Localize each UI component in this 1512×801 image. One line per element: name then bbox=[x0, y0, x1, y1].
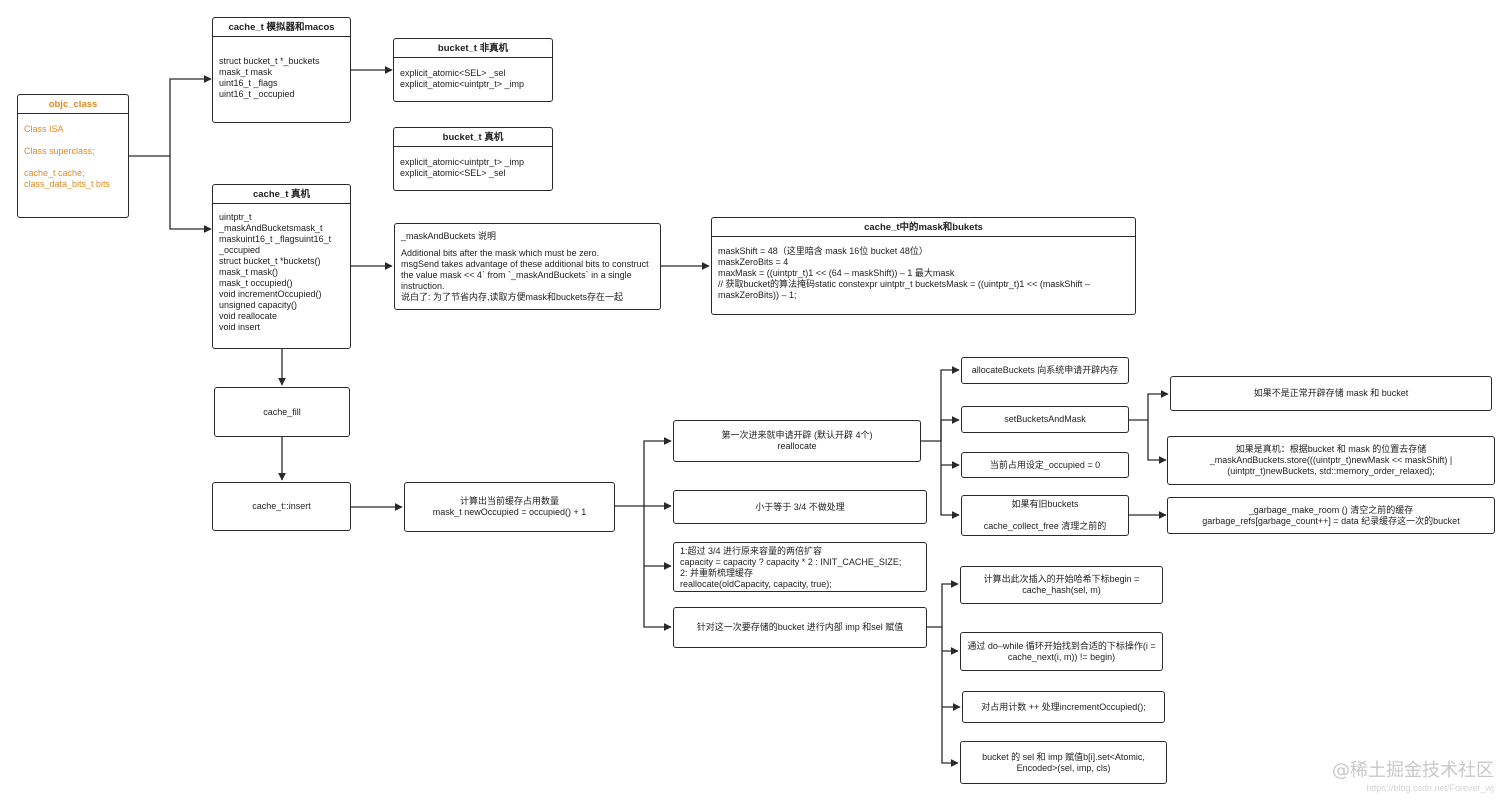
edge-calc-to-assign bbox=[643, 566, 672, 631]
do-while-box: 通过 do–while 循环开始找到合适的下标操作(i = cache_next… bbox=[960, 632, 1163, 671]
bucket-t-real-body: explicit_atomic<uintptr_t> _imp explicit… bbox=[400, 157, 525, 178]
cache-t-simulator-title: cache_t 模拟器和macos bbox=[213, 18, 350, 37]
not-real-device-box: 如果不是正常开辟存储 mask 和 bucket bbox=[1170, 376, 1492, 411]
mask-and-buckets-box: cache_t中的mask和bukets maskShift = 48（这里暗含… bbox=[711, 217, 1136, 315]
less-than-three-quarters-box: 小于等于 3/4 不做处理 bbox=[673, 490, 927, 524]
cache-t-real-title: cache_t 真机 bbox=[213, 185, 350, 204]
bucket-t-simulator-title: bucket_t 非真机 bbox=[394, 39, 552, 58]
occupied-calc-box: 计算出当前缓存占用数量 mask_t newOccupied = occupie… bbox=[404, 482, 615, 532]
edge-setbm-to-notreal bbox=[1129, 390, 1169, 421]
mask-and-buckets-body: maskShift = 48（这里暗含 mask 16位 bucket 48位）… bbox=[718, 246, 1090, 300]
set-buckets-and-mask-box: setBucketsAndMask bbox=[961, 406, 1129, 433]
bucket-t-simulator-body: explicit_atomic<SEL> _sel explicit_atomi… bbox=[400, 68, 525, 89]
cache-t-simulator-box: cache_t 模拟器和macos struct bucket_t *_buck… bbox=[212, 17, 351, 123]
watermark-url: https://blog.csdn.net/Forever_wj bbox=[1366, 783, 1494, 793]
edge-first-to-zero bbox=[940, 420, 960, 469]
bucket-t-real-box: bucket_t 真机 explicit_atomic<uintptr_t> _… bbox=[393, 127, 553, 191]
watermark-text: @稀土掘金技术社区 bbox=[1332, 760, 1494, 781]
edge-calc-to-over bbox=[643, 506, 672, 570]
over-three-quarters-text: 1:超过 3/4 进行原来容量的两倍扩容 capacity = capacity… bbox=[680, 546, 902, 589]
mask-and-buckets-note-box: _maskAndBuckets 说明 Additional bits after… bbox=[394, 223, 661, 310]
old-buckets-box: 如果有旧buckets cache_collect_free 清理之前的 bbox=[961, 495, 1129, 536]
occupied-zero-box: 当前占用设定_occupied = 0 bbox=[961, 452, 1129, 478]
objc-class-title: objc_class bbox=[18, 95, 128, 114]
edge-assign-to-hash bbox=[927, 580, 959, 628]
bucket-t-real-title: bucket_t 真机 bbox=[394, 128, 552, 147]
first-alloc-box: 第一次进来就申请开辟 (默认开辟 4个) reallocate bbox=[673, 420, 921, 462]
cache-t-real-box: cache_t 真机 uintptr_t _maskAndBucketsmask… bbox=[212, 184, 351, 349]
mask-and-buckets-note-title: _maskAndBuckets 说明 bbox=[401, 231, 497, 241]
assign-bucket-box: 针对这一次要存储的bucket 进行内部 imp 和sel 赋值 bbox=[673, 607, 927, 648]
allocate-buckets-box: allocateBuckets 向系统申请开辟内存 bbox=[961, 357, 1129, 384]
edge-assign-to-set bbox=[941, 707, 959, 767]
increment-occupied-box: 对占用计数 ++ 处理incrementOccupied(); bbox=[962, 691, 1165, 723]
mask-and-buckets-note-body: Additional bits after the mask which mus… bbox=[401, 248, 649, 302]
edge-objc-to-cache-sim bbox=[129, 75, 212, 157]
real-device-box: 如果是真机：根据bucket 和 mask 的位置去存储 _maskAndBuc… bbox=[1167, 436, 1495, 485]
cache-fill-box: cache_fill bbox=[214, 387, 350, 437]
edge-setbm-to-real bbox=[1147, 420, 1167, 464]
edge-first-to-allocate bbox=[921, 366, 960, 442]
cache-insert-box: cache_t::insert bbox=[212, 482, 351, 531]
bucket-set-box: bucket 的 sel 和 imp 赋值b[i].set<Atomic, En… bbox=[960, 741, 1167, 784]
cache-t-real-body: uintptr_t _maskAndBucketsmask_t maskuint… bbox=[219, 212, 332, 332]
bucket-t-simulator-box: bucket_t 非真机 explicit_atomic<SEL> _sel e… bbox=[393, 38, 553, 102]
over-three-quarters-box: 1:超过 3/4 进行原来容量的两倍扩容 capacity = capacity… bbox=[673, 542, 927, 592]
garbage-room-box: _garbage_make_room () 清空之前的缓存 garbage_re… bbox=[1167, 497, 1495, 534]
edge-calc-to-first bbox=[615, 437, 672, 507]
mask-and-buckets-title: cache_t中的mask和bukets bbox=[712, 218, 1135, 237]
edge-assign-to-dowhile bbox=[941, 627, 959, 655]
objc-class-body: Class ISA Class superclass; cache_t cach… bbox=[24, 124, 111, 189]
cache-t-simulator-body: struct bucket_t *_buckets mask_t mask ui… bbox=[219, 56, 320, 99]
edge-assign-to-increment bbox=[941, 651, 961, 711]
objc-class-box: objc_class Class ISA Class superclass; c… bbox=[17, 94, 129, 218]
edge-first-to-old bbox=[940, 465, 960, 519]
edge-objc-to-cache-real bbox=[169, 156, 212, 233]
hash-begin-box: 计算出此次插入的开始哈希下标begin = cache_hash(sel, m) bbox=[960, 566, 1163, 604]
